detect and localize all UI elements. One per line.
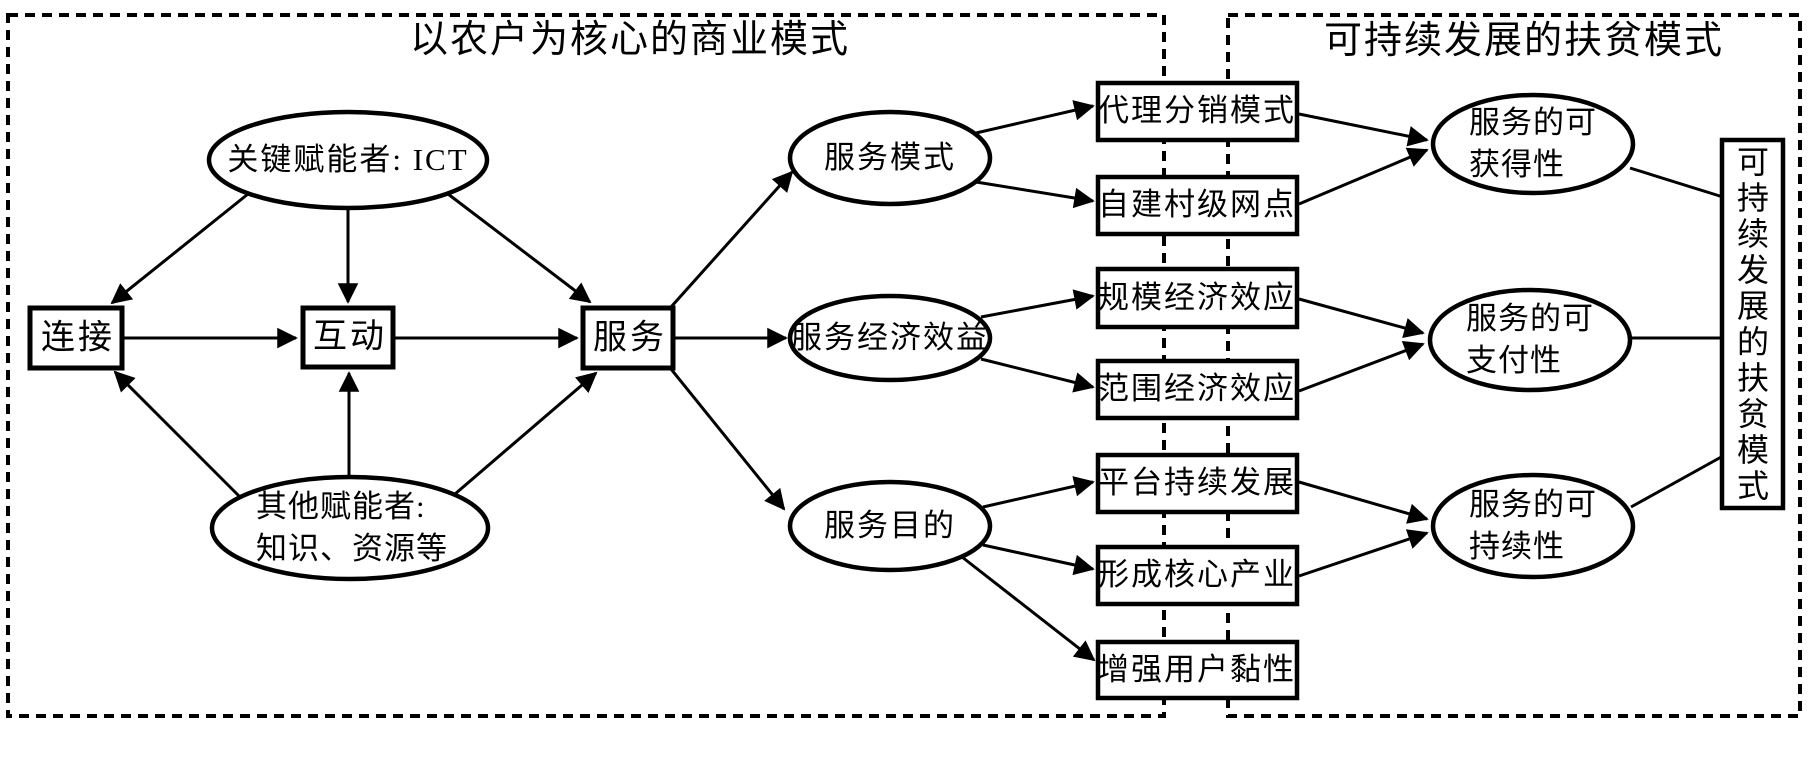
- edge-jingji-guimo: [980, 289, 1095, 319]
- edge-other-fuwu: [454, 371, 598, 496]
- node-fanwei-label: 范围经济效应: [1098, 371, 1296, 407]
- edge-mudi-hexin: [982, 543, 1095, 576]
- shape-fuwu-box: [580, 305, 676, 371]
- edge-fuwu-mudi: [669, 368, 786, 511]
- edge-mudi-nianxing: [961, 555, 1096, 662]
- node-fuwu-moshi-label: 服务模式: [824, 140, 956, 176]
- shape-hudong-box: [300, 305, 396, 370]
- edge-guimo-zhifu: [1298, 297, 1425, 338]
- edge-fuwu-moshi: [669, 170, 794, 309]
- edge-hexin-chixu: [1298, 529, 1429, 578]
- shape-pingtai-box: [1095, 452, 1300, 515]
- node-fuwu-mudi-label: 服务目的: [824, 508, 956, 544]
- edge-mudi-pingtai: [982, 476, 1095, 509]
- node-final-model-label: 可持续发展的扶贫模式: [1736, 144, 1769, 504]
- shape-fuwu-moshi-ellipse: [787, 109, 993, 207]
- node-shapes: [27, 80, 1786, 701]
- shape-fanwei-box: [1095, 358, 1300, 421]
- huode-line1: 服务的可: [1469, 105, 1597, 140]
- shape-daili-box: [1095, 80, 1300, 143]
- node-hexin-label: 形成核心产业: [1098, 557, 1296, 593]
- node-fuwu-jingji-label: 服务经济效益: [791, 320, 989, 356]
- node-huode-label: 服务的可 获得性: [1469, 102, 1597, 186]
- node-lianjie-label: 连接: [41, 319, 115, 357]
- left-panel-border: [6, 13, 1166, 718]
- edge-moshi-zijian: [975, 180, 1095, 209]
- node-guimo-label: 规模经济效应: [1098, 280, 1296, 316]
- shape-fuwu-mudi-ellipse: [787, 479, 993, 573]
- node-ict-label: 关键赋能者: ICT: [227, 142, 469, 178]
- zhifu-line1: 服务的可: [1466, 301, 1594, 336]
- node-zhifu-label: 服务的可 支付性: [1466, 298, 1594, 382]
- edge-jingji-fanwei: [980, 357, 1095, 393]
- shape-ict-ellipse: [206, 109, 490, 211]
- edge-moshi-daili: [975, 100, 1095, 135]
- chixu-line2: 持续性: [1469, 529, 1565, 564]
- edge-fanwei-zhifu: [1298, 341, 1425, 393]
- shape-huode-ellipse: [1430, 92, 1636, 196]
- right-panel-title: 可持续发展的扶贫模式: [1323, 20, 1725, 63]
- shape-chixu-ellipse: [1430, 472, 1636, 580]
- shape-lianjie-box: [27, 305, 125, 371]
- node-hudong-label: 互动: [313, 318, 387, 356]
- shape-guimo-box: [1095, 266, 1300, 330]
- shape-final-model-box: [1719, 137, 1786, 511]
- shape-nianxing-box: [1095, 639, 1300, 701]
- edge-other-lianjie: [113, 370, 242, 499]
- edge-chixu-final: [1630, 454, 1724, 509]
- other-enabler-line1: 其他赋能者:: [256, 489, 426, 524]
- shape-fuwu-jingji-ellipse: [787, 293, 993, 383]
- node-chixu-label: 服务的可 持续性: [1469, 484, 1597, 568]
- huode-line2: 获得性: [1469, 147, 1565, 182]
- zhifu-line2: 支付性: [1466, 343, 1562, 378]
- edge-pingtai-chixu: [1298, 480, 1429, 524]
- left-panel-title: 以农户为核心的商业模式: [409, 19, 851, 62]
- node-nianxing-label: 增强用户黏性: [1098, 652, 1296, 688]
- edge-huode-final: [1629, 166, 1724, 199]
- shape-zhifu-ellipse: [1427, 287, 1633, 393]
- chixu-line1: 服务的可: [1469, 487, 1597, 522]
- edge-daili-huode: [1298, 112, 1429, 147]
- edges: [110, 100, 1724, 662]
- node-daili-label: 代理分销模式: [1098, 93, 1296, 129]
- node-zijian-label: 自建村级网点: [1098, 187, 1296, 223]
- other-enabler-line2: 知识、资源等: [256, 531, 448, 566]
- node-pingtai-label: 平台持续发展: [1098, 465, 1296, 501]
- shape-other-enabler-ellipse: [209, 474, 491, 582]
- node-fuwu-label: 服务: [593, 319, 667, 357]
- node-other-enabler-label: 其他赋能者: 知识、资源等: [256, 486, 448, 570]
- edge-zijian-huode: [1298, 147, 1429, 206]
- shape-zijian-box: [1095, 174, 1300, 237]
- edge-ict-fuwu: [447, 192, 592, 304]
- shape-hexin-box: [1095, 544, 1300, 607]
- edge-ict-lianjie: [110, 192, 249, 305]
